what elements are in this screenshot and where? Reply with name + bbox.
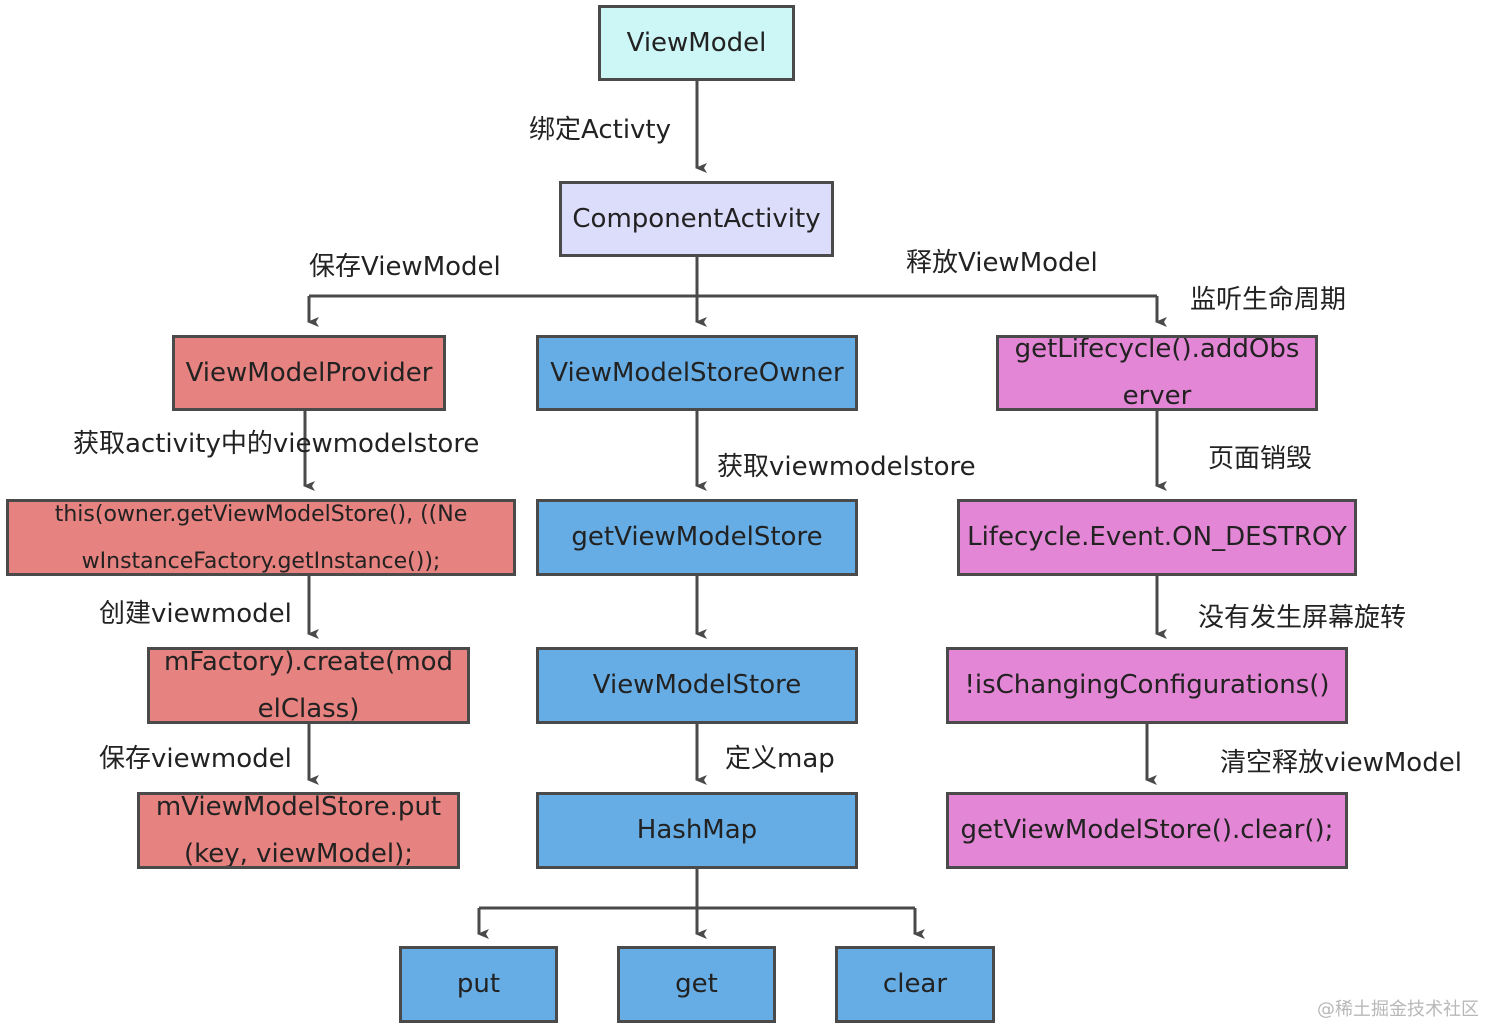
viewmodel-node-label: ViewModel (626, 27, 767, 58)
edge-label-bind-activity: 绑定Activty (529, 115, 672, 145)
get-node-label: get (675, 969, 718, 999)
get-node: get (617, 946, 776, 1023)
lifecycle-on-destroy-node-label: Lifecycle.Event.ON_DESTROY (967, 522, 1347, 552)
viewmodel-provider-node-label: ViewModelProvider (185, 357, 433, 388)
edge-label-save-viewmodel: 保存ViewModel (309, 252, 501, 282)
viewmodel-store-node-label: ViewModelStore (592, 670, 802, 700)
is-changing-configurations-node: !isChangingConfigurations() (946, 647, 1348, 724)
get-viewmodel-store-node-label: getViewModelStore (571, 522, 823, 552)
hashmap-node-label: HashMap (636, 815, 758, 845)
component-activity-node: ComponentActivity (559, 181, 834, 257)
get-lifecycle-add-observer-node-label: getLifecycle().addObserver (1014, 335, 1300, 411)
edge-label-no-rotation: 没有发生屏幕旋转 (1198, 603, 1407, 633)
edge-label-get-activity-store: 获取activity中的viewmodelstore (73, 429, 480, 459)
get-viewmodel-store-node: getViewModelStore (536, 499, 858, 576)
viewmodel-store-node: ViewModelStore (536, 647, 858, 724)
clear-node: clear (835, 946, 995, 1023)
edge-label-listen-lifecycle: 监听生命周期 (1190, 285, 1347, 315)
mfactory-create-node: mFactory).create(modelClass) (147, 647, 470, 724)
edge-label-page-destroy: 页面销毁 (1208, 444, 1313, 474)
lifecycle-on-destroy-node: Lifecycle.Event.ON_DESTROY (957, 499, 1357, 576)
watermark: @稀土掘金技术社区 (1317, 999, 1479, 1020)
edge-label-release-viewmodel: 释放ViewModel (906, 248, 1098, 278)
mviewmodelstore-put-node: mViewModelStore.put(key, viewModel); (137, 792, 460, 869)
this-owner-node-label: this(owner.getViewModelStore(), ((NewIns… (54, 501, 468, 574)
viewmodel-store-owner-node-label: ViewModelStoreOwner (550, 357, 844, 388)
get-viewmodel-store-clear-node: getViewModelStore().clear(); (946, 792, 1348, 869)
mfactory-create-node-label: mFactory).create(modelClass) (163, 647, 454, 724)
get-viewmodel-store-clear-node-label: getViewModelStore().clear(); (960, 815, 1334, 845)
this-owner-node: this(owner.getViewModelStore(), ((NewIns… (6, 499, 516, 576)
is-changing-configurations-node-label: !isChangingConfigurations() (964, 670, 1330, 700)
viewmodel-node: ViewModel (598, 5, 795, 81)
viewmodel-provider-node: ViewModelProvider (172, 335, 446, 411)
edge-label-get-viewmodelstore: 获取viewmodelstore (717, 452, 976, 482)
edge-label-save-viewmodel-lower: 保存viewmodel (99, 744, 292, 774)
edge-label-clear-release-viewmodel: 清空释放viewModel (1220, 748, 1462, 778)
viewmodel-store-owner-node: ViewModelStoreOwner (536, 335, 858, 411)
clear-node-label: clear (882, 969, 948, 999)
put-node: put (399, 946, 558, 1023)
hashmap-node: HashMap (536, 792, 858, 869)
edge-label-define-map: 定义map (725, 744, 835, 774)
component-activity-node-label: ComponentActivity (572, 203, 821, 234)
get-lifecycle-add-observer-node: getLifecycle().addObserver (996, 335, 1318, 411)
put-node-label: put (456, 969, 501, 999)
mviewmodelstore-put-node-label: mViewModelStore.put(key, viewModel); (155, 792, 442, 869)
edge-label-create-viewmodel: 创建viewmodel (99, 599, 292, 629)
